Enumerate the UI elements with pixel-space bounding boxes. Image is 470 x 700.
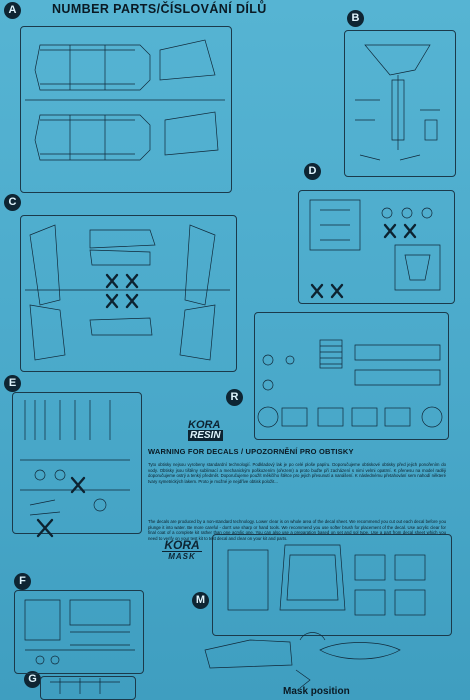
kora-mask-logo: KORA MASK [162,538,202,561]
sprue-d-frame [298,190,455,304]
page-title: NUMBER PARTS/ČÍSLOVÁNÍ DÍLŮ [52,2,267,16]
section-e-badge: E [4,375,21,392]
kora-resin-logo-line1: KORA [188,419,221,431]
kora-mask-logo-line2: MASK [162,551,202,561]
section-g-badge: G [24,671,41,688]
warning-text-en: The decals are produced by a non-standar… [148,519,446,541]
section-c-badge: C [4,194,21,211]
section-d-badge: D [304,163,321,180]
section-m-badge: M [192,592,209,609]
kora-resin-logo: KORA RESIN [188,420,238,442]
resin-parts-frame [254,312,449,440]
kora-resin-logo-line2: RESIN [188,430,223,441]
sprue-e-frame [12,392,142,534]
section-b-badge: B [347,10,364,27]
sprue-b-frame [344,30,456,177]
warning-title: WARNING FOR DECALS / UPOZORNĚNÍ PRO OBTI… [148,447,354,456]
kora-mask-logo-line1: KORA [164,538,200,552]
section-a-badge: A [4,2,21,19]
mask-position-label: Mask position [283,686,350,697]
warning-text-cz: Tyto obtisky nejsou vyrobeny standardní … [148,462,446,484]
section-f-badge: F [14,573,31,590]
sprue-a-frame [20,26,232,193]
sprue-c-frame [20,215,237,372]
sprue-f-frame [14,590,144,674]
mask-sheet-frame [212,534,452,636]
section-r-badge: R [226,389,243,406]
